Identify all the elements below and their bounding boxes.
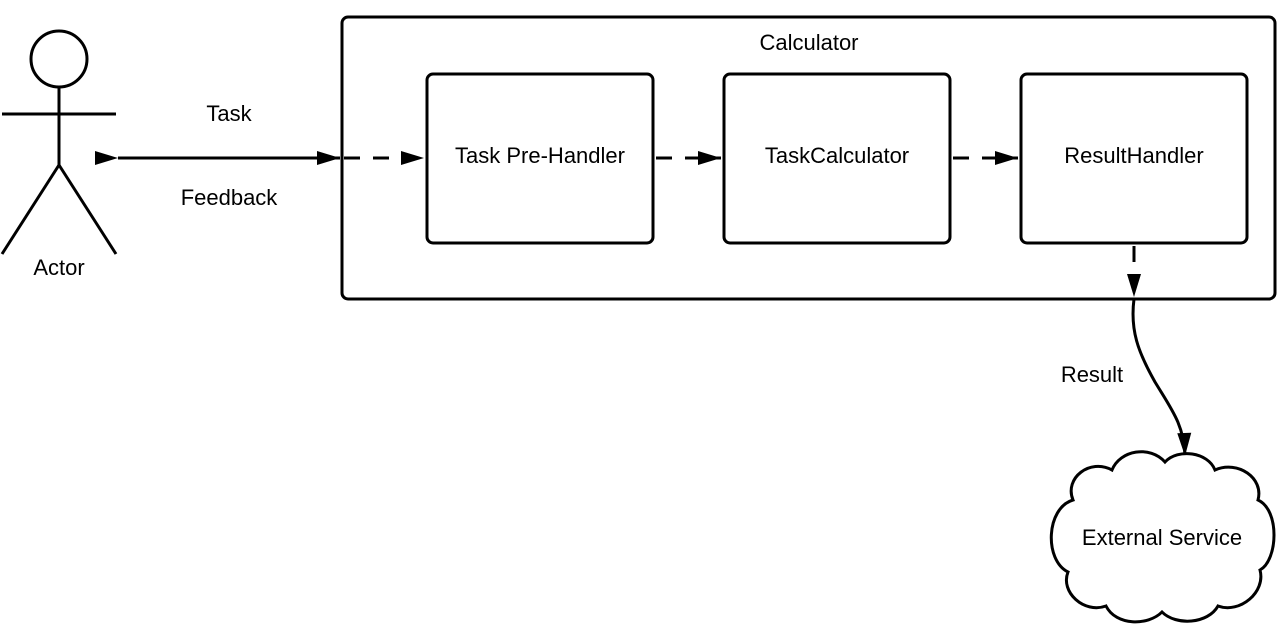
component-task-calculator: TaskCalculator bbox=[722, 72, 952, 245]
component-box bbox=[1019, 72, 1249, 245]
actor-left-leg bbox=[0, 164, 61, 255]
component-box bbox=[425, 72, 655, 245]
component-task-pre-handler: Task Pre-Handler bbox=[425, 72, 655, 245]
task-label: Task bbox=[206, 101, 252, 126]
external-service-cloud bbox=[1049, 450, 1276, 624]
actor-head bbox=[29, 29, 89, 89]
component-label: ResultHandler bbox=[1064, 143, 1203, 168]
component-label: TaskCalculator bbox=[765, 143, 909, 168]
result-label: Result bbox=[1061, 362, 1123, 387]
feedback-label: Feedback bbox=[181, 185, 279, 210]
actor-label: Actor bbox=[33, 255, 84, 280]
calculator-title: Calculator bbox=[759, 30, 858, 55]
result-flow-arrow bbox=[1131, 298, 1192, 457]
component-label: Task Pre-Handler bbox=[455, 143, 625, 168]
actor-figure bbox=[0, 29, 118, 255]
actor-right-leg bbox=[57, 164, 118, 255]
component-result-handler: ResultHandler bbox=[1019, 72, 1249, 245]
component-box bbox=[722, 72, 952, 245]
external-service-label: External Service bbox=[1082, 525, 1242, 550]
